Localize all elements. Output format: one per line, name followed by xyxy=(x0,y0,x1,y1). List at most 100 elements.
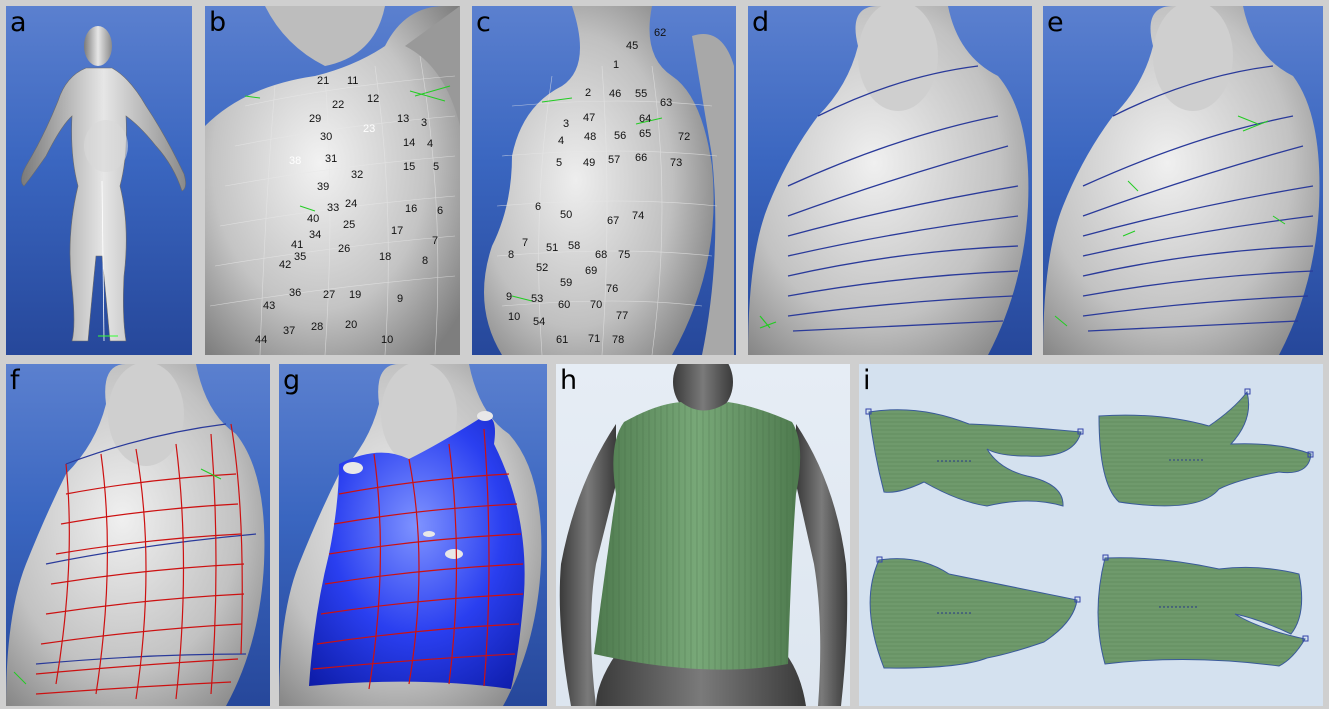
landmark-label: 24 xyxy=(345,198,357,210)
landmark-label: 66 xyxy=(635,152,647,164)
landmark-label: 22 xyxy=(332,99,344,111)
landmark-label: 40 xyxy=(307,213,319,225)
landmark-label: 39 xyxy=(317,181,329,193)
landmark-label: 12 xyxy=(367,93,379,105)
panel-label-h: h xyxy=(560,366,577,396)
landmark-label: 26 xyxy=(338,243,350,255)
panel-d: d xyxy=(748,6,1032,355)
landmark-label: 34 xyxy=(309,229,321,241)
landmark-label: 41 xyxy=(291,239,303,251)
full-body-model xyxy=(6,6,192,355)
panel-f: f xyxy=(6,364,270,706)
body-with-slice-lines xyxy=(748,6,1032,355)
panel-label-b: b xyxy=(209,8,226,38)
draped-green-shirt xyxy=(556,364,850,706)
panel-b: b 21 11 1 xyxy=(205,6,460,355)
landmark-label: 27 xyxy=(323,289,335,301)
landmark-label: 28 xyxy=(311,321,323,333)
landmark-label: 56 xyxy=(614,130,626,142)
landmark-label: 67 xyxy=(607,215,619,227)
landmark-label: 32 xyxy=(351,169,363,181)
landmark-label: 64 xyxy=(639,113,651,125)
landmark-label: 46 xyxy=(609,88,621,100)
landmark-label: 7 xyxy=(522,237,528,249)
landmark-label: 6 xyxy=(535,201,541,213)
landmark-label: 19 xyxy=(349,289,361,301)
landmark-label: 36 xyxy=(289,287,301,299)
landmark-label: 59 xyxy=(560,277,572,289)
landmark-label: 30 xyxy=(320,131,332,143)
landmark-label: 60 xyxy=(558,299,570,311)
panel-label-d: d xyxy=(752,8,769,38)
landmark-label: 50 xyxy=(560,209,572,221)
landmark-label: 8 xyxy=(508,249,514,261)
landmark-label: 58 xyxy=(568,240,580,252)
pattern-piece-1 xyxy=(869,410,1081,506)
panel-label-e: e xyxy=(1047,8,1064,38)
landmark-label: 55 xyxy=(635,88,647,100)
panel-label-g: g xyxy=(283,366,300,396)
landmark-label: 61 xyxy=(556,334,568,346)
body-with-marked-slices xyxy=(1043,6,1323,355)
landmark-label: 51 xyxy=(546,242,558,254)
landmark-label: 9 xyxy=(397,293,403,305)
landmark-label: 18 xyxy=(379,251,391,263)
landmark-label: 53 xyxy=(531,293,543,305)
panel-label-c: c xyxy=(476,8,491,38)
landmark-label: 76 xyxy=(606,283,618,295)
landmark-label: 38 xyxy=(289,155,301,167)
landmark-label: 14 xyxy=(403,137,415,149)
landmark-label: 48 xyxy=(584,131,596,143)
landmark-label: 49 xyxy=(583,157,595,169)
landmark-label: 3 xyxy=(421,117,427,129)
panel-g: g xyxy=(279,364,547,706)
landmark-label: 62 xyxy=(654,27,666,39)
landmark-label: 72 xyxy=(678,131,690,143)
panel-a: a xyxy=(6,6,192,355)
landmark-label: 5 xyxy=(556,157,562,169)
landmark-label: 15 xyxy=(403,161,415,173)
landmark-label: 74 xyxy=(632,210,644,222)
panel-e: e xyxy=(1043,6,1323,355)
panel-label-a: a xyxy=(10,8,27,38)
landmark-label: 57 xyxy=(608,154,620,166)
landmark-label: 13 xyxy=(397,113,409,125)
landmark-label: 7 xyxy=(432,235,438,247)
landmark-label: 70 xyxy=(590,299,602,311)
panel-label-f: f xyxy=(10,366,20,396)
landmark-label: 37 xyxy=(283,325,295,337)
landmark-label: 16 xyxy=(405,203,417,215)
landmark-label: 78 xyxy=(612,334,624,346)
landmark-label: 5 xyxy=(433,161,439,173)
landmark-label: 21 xyxy=(317,75,329,87)
landmark-label: 69 xyxy=(585,265,597,277)
body-with-pattern-grid xyxy=(6,364,270,706)
landmark-label: 44 xyxy=(255,334,267,346)
pattern-piece-2 xyxy=(1099,392,1311,506)
landmark-label: 77 xyxy=(616,310,628,322)
panel-i: i xyxy=(859,364,1323,706)
landmark-label: 17 xyxy=(391,225,403,237)
torso-closeup-numbered: 21 11 12 22 29 13 3 30 23 14 4 31 38 5 1… xyxy=(205,6,460,355)
landmark-label: 42 xyxy=(279,259,291,271)
landmark-label: 45 xyxy=(626,40,638,52)
panel-c: c 62 45 1 xyxy=(472,6,736,355)
landmark-label: 29 xyxy=(309,113,321,125)
flat-pattern-pieces xyxy=(859,364,1323,706)
landmark-label: 68 xyxy=(595,249,607,261)
landmark-label: 10 xyxy=(381,334,393,346)
panel-h: h xyxy=(556,364,850,706)
landmark-label: 23 xyxy=(363,123,375,135)
panel-label-i: i xyxy=(863,366,871,396)
landmark-label: 20 xyxy=(345,319,357,331)
landmark-label: 65 xyxy=(639,128,651,140)
landmark-label: 6 xyxy=(437,205,443,217)
landmark-label: 63 xyxy=(660,97,672,109)
landmark-label: 3 xyxy=(563,118,569,130)
landmark-label: 9 xyxy=(506,291,512,303)
landmark-label: 47 xyxy=(583,112,595,124)
landmark-label: 2 xyxy=(585,87,591,99)
landmark-label: 43 xyxy=(263,300,275,312)
landmark-label: 35 xyxy=(294,251,306,263)
